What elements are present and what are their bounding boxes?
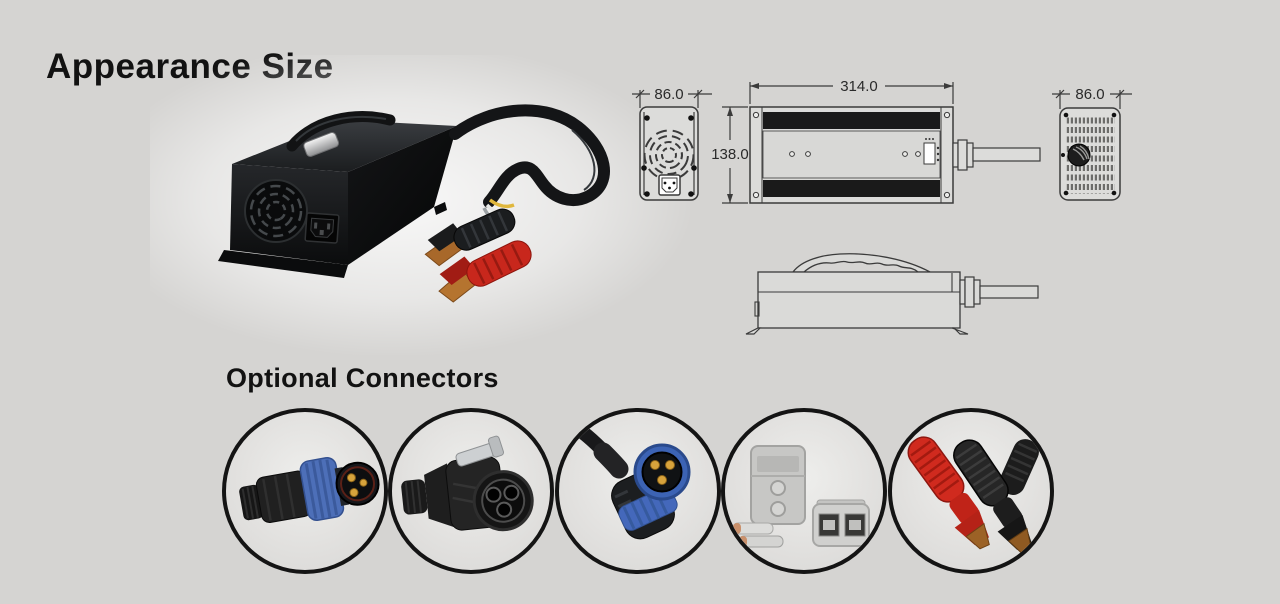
cable-gland-drawing bbox=[952, 139, 1041, 171]
charger-body bbox=[218, 111, 457, 278]
connector-option-5 bbox=[888, 408, 1054, 574]
front-view-drawing: 86.0 bbox=[632, 86, 712, 201]
red-alligator-clamp bbox=[438, 240, 532, 303]
anderson-style-connector-photo bbox=[732, 445, 870, 548]
terminal-block-drawing bbox=[923, 138, 940, 165]
right-angle-waterproof-connector-photo bbox=[570, 421, 691, 540]
iec-inlet-drawing bbox=[658, 174, 681, 196]
yellow-wire bbox=[488, 198, 515, 209]
output-cable bbox=[449, 104, 610, 227]
red-clip bbox=[907, 436, 990, 550]
top-view-drawing: 314.0 138.0 bbox=[711, 78, 1041, 204]
charger-product-photo bbox=[218, 104, 610, 303]
top-width-dimension: 138.0 bbox=[711, 146, 749, 163]
black-clip bbox=[953, 439, 1033, 555]
black-alligator-clamp bbox=[424, 208, 516, 267]
latch-waterproof-connector-photo bbox=[401, 435, 534, 532]
connector-option-2 bbox=[388, 408, 554, 574]
front-width-dimension: 86.0 bbox=[654, 86, 683, 103]
top-length-dimension: 314.0 bbox=[840, 78, 878, 95]
ac-inlet bbox=[304, 212, 340, 244]
connectors-heading: Optional Connectors bbox=[226, 363, 499, 393]
alligator-clips-photo bbox=[907, 436, 1039, 555]
carry-handle bbox=[286, 111, 396, 157]
connector-option-3 bbox=[555, 408, 721, 574]
connector-option-4 bbox=[721, 408, 887, 574]
rear-view-drawing: 86.0 bbox=[1052, 86, 1132, 201]
handle-profile bbox=[791, 253, 931, 273]
crimp-terminals bbox=[732, 522, 784, 548]
rear-width-dimension: 86.0 bbox=[1075, 86, 1104, 103]
straight-waterproof-connector-photo bbox=[239, 457, 380, 524]
side-view-drawing bbox=[745, 253, 1039, 335]
connector-option-1 bbox=[222, 408, 388, 574]
fan-grille bbox=[244, 179, 308, 243]
rear-cable-gland bbox=[1067, 143, 1091, 167]
